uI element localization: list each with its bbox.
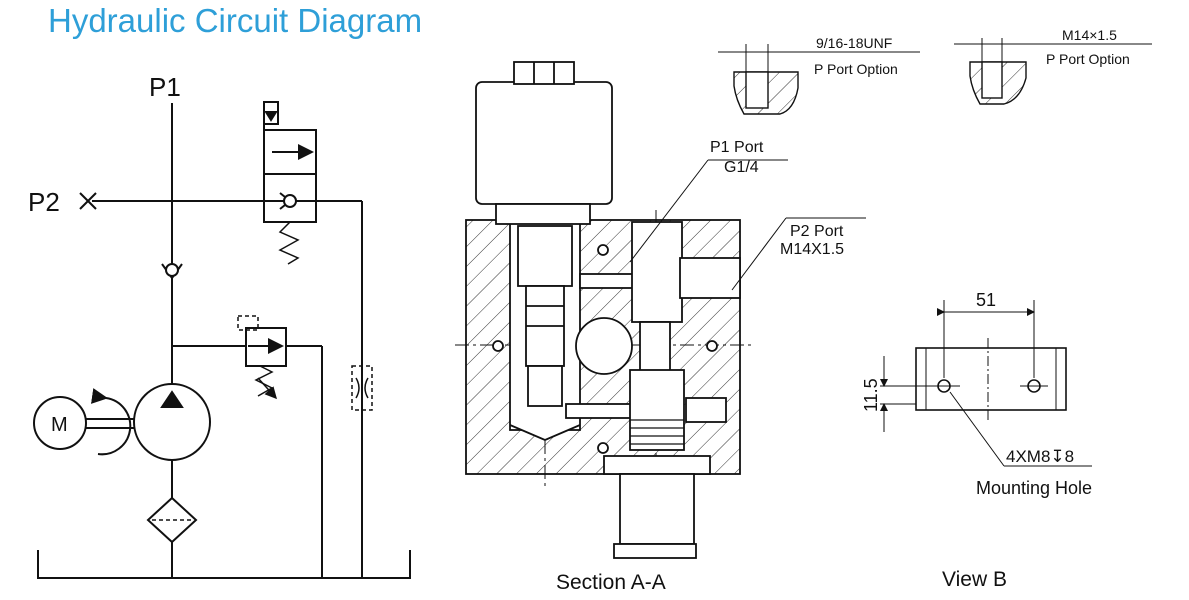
pump-icon — [86, 383, 211, 498]
relief-adjuster — [619, 473, 695, 545]
relief-valve-icon — [237, 315, 287, 400]
page-title: Hydraulic Circuit Diagram — [48, 2, 423, 39]
view-b-caption: View B — [942, 568, 1007, 591]
option2-thread: M14×1.5 — [1062, 27, 1117, 43]
solenoid-valve-icon — [263, 101, 317, 265]
section-view — [455, 61, 866, 560]
hole-label: Mounting Hole — [976, 478, 1092, 498]
motor-icon — [33, 396, 87, 450]
p2-label: P2 — [28, 187, 60, 217]
orifice-icon — [351, 365, 373, 411]
p2-port-label: P2 Port — [790, 223, 844, 240]
port-option-1 — [718, 44, 920, 115]
p1-label: P1 — [149, 72, 181, 102]
filter-icon — [146, 496, 198, 578]
tank-line — [37, 550, 411, 579]
view-b — [880, 300, 1092, 467]
section-caption: Section A-A — [556, 571, 666, 594]
option2-label: P Port Option — [1046, 51, 1130, 67]
view-b-height-dim: 11.5 — [861, 378, 881, 412]
view-b-width-dim: 51 — [976, 290, 996, 310]
port-option-2 — [954, 38, 1152, 105]
check-valve-icon — [161, 263, 183, 280]
p2-port-thread: M14X1.5 — [780, 241, 844, 258]
motor-label: M — [51, 414, 68, 436]
solenoid-coil — [475, 81, 613, 205]
option1-label: P Port Option — [814, 61, 898, 77]
hole-spec: 4XM8↧8 — [1006, 447, 1074, 466]
p1-port-label: P1 Port — [710, 139, 764, 156]
option1-thread: 9/16-18UNF — [816, 35, 892, 51]
p1-port-thread: G1/4 — [724, 159, 759, 176]
hydraulic-circuit — [33, 101, 411, 579]
